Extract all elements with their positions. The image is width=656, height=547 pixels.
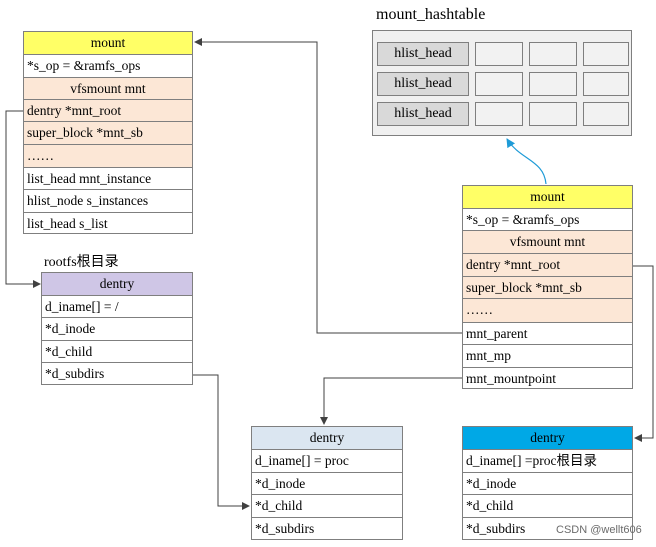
rootfs-root-label: rootfs根目录 xyxy=(44,255,119,270)
mount-field-mnt-mountpoint: mnt_mountpoint xyxy=(466,371,557,386)
arrow-mnt-parent-to-parent-mount xyxy=(194,38,462,334)
arrow-subdirs-to-child xyxy=(193,374,250,510)
mount-field-mnt-root: dentry *mnt_root xyxy=(463,254,632,277)
mount-field-s-op: *s_op = &ramfs_ops xyxy=(463,209,632,231)
watermark: CSDN @wellt606 xyxy=(556,524,642,536)
arrow-mount-to-hashtable xyxy=(506,138,547,185)
dentry-field-subdirs: *d_subdirs xyxy=(466,521,526,536)
hashtable-slot xyxy=(475,72,523,96)
mount-struct-header: mount xyxy=(463,186,632,209)
hashtable-slot xyxy=(583,42,629,66)
dentry-field-inode: *d_inode xyxy=(42,318,192,341)
dentry-header: dentry xyxy=(463,427,632,450)
mount-field-s-list: list_head s_list xyxy=(27,216,108,231)
mount-struct-header: mount xyxy=(24,32,192,55)
dentry-proc-root: dentry d_iname[] =proc根目录 *d_inode *d_ch… xyxy=(462,426,633,540)
mount-field-mnt-instance: list_head mnt_instance xyxy=(24,168,192,190)
dentry-field-subdirs: *d_subdirs xyxy=(45,366,105,381)
arrow-mnt-root-to-proc-root xyxy=(633,265,654,442)
dentry-field-inode: *d_inode xyxy=(463,473,632,495)
dentry-proc-mountpoint: dentry d_iname[] = proc *d_inode *d_chil… xyxy=(251,426,403,540)
mount-struct-proc: mount *s_op = &ramfs_ops vfsmount mnt de… xyxy=(462,185,633,389)
mount-hashtable: hlist_head hlist_head hlist_head xyxy=(372,30,632,136)
dentry-field-iname: d_iname[] =proc根目录 xyxy=(463,450,632,473)
hashtable-slot xyxy=(529,72,577,96)
hashtable-slot xyxy=(583,72,629,96)
hashtable-bucket-head: hlist_head xyxy=(377,42,469,66)
dentry-field-subdirs: *d_subdirs xyxy=(255,521,315,536)
dentry-header: dentry xyxy=(252,427,402,450)
hashtable-slot xyxy=(475,42,523,66)
dentry-header: dentry xyxy=(42,273,192,296)
dentry-field-child: *d_child xyxy=(42,341,192,363)
dentry-field-child: *d_child xyxy=(463,495,632,518)
dentry-field-iname: d_iname[] = / xyxy=(42,296,192,318)
mount-hashtable-title: mount_hashtable xyxy=(376,6,486,23)
hashtable-slot xyxy=(475,102,523,126)
mount-field-mnt-sb: super_block *mnt_sb xyxy=(24,122,192,145)
hashtable-bucket-head: hlist_head xyxy=(377,72,469,96)
mount-field-mnt-parent: mnt_parent xyxy=(463,323,632,345)
dentry-rootfs-root: dentry d_iname[] = / *d_inode *d_child *… xyxy=(41,272,193,385)
mount-field-s-instances: hlist_node s_instances xyxy=(24,190,192,213)
hashtable-slot xyxy=(529,42,577,66)
mount-field-vfsmount: vfsmount mnt xyxy=(463,231,632,254)
mount-field-vfsmount: vfsmount mnt xyxy=(24,78,192,100)
hashtable-bucket-head: hlist_head xyxy=(377,102,469,126)
hashtable-slot xyxy=(583,102,629,126)
arrow-mountpoint-to-proc-dentry xyxy=(320,377,462,425)
dentry-field-child: *d_child xyxy=(252,495,402,518)
mount-field-mnt-mp: mnt_mp xyxy=(463,345,632,368)
dentry-field-iname: d_iname[] = proc xyxy=(252,450,402,473)
mount-field-mnt-sb: super_block *mnt_sb xyxy=(463,277,632,299)
mount-field-ellipsis: …… xyxy=(463,299,632,323)
mount-field-ellipsis: …… xyxy=(24,145,192,168)
arrow-mnt-root-to-root-dentry xyxy=(5,110,41,288)
hashtable-slot xyxy=(529,102,577,126)
mount-field-s-op: *s_op = &ramfs_ops xyxy=(24,55,192,78)
mount-struct-rootfs: mount *s_op = &ramfs_ops vfsmount mnt de… xyxy=(23,31,193,234)
mount-field-mnt-root: dentry *mnt_root xyxy=(24,100,192,122)
dentry-field-inode: *d_inode xyxy=(252,473,402,495)
